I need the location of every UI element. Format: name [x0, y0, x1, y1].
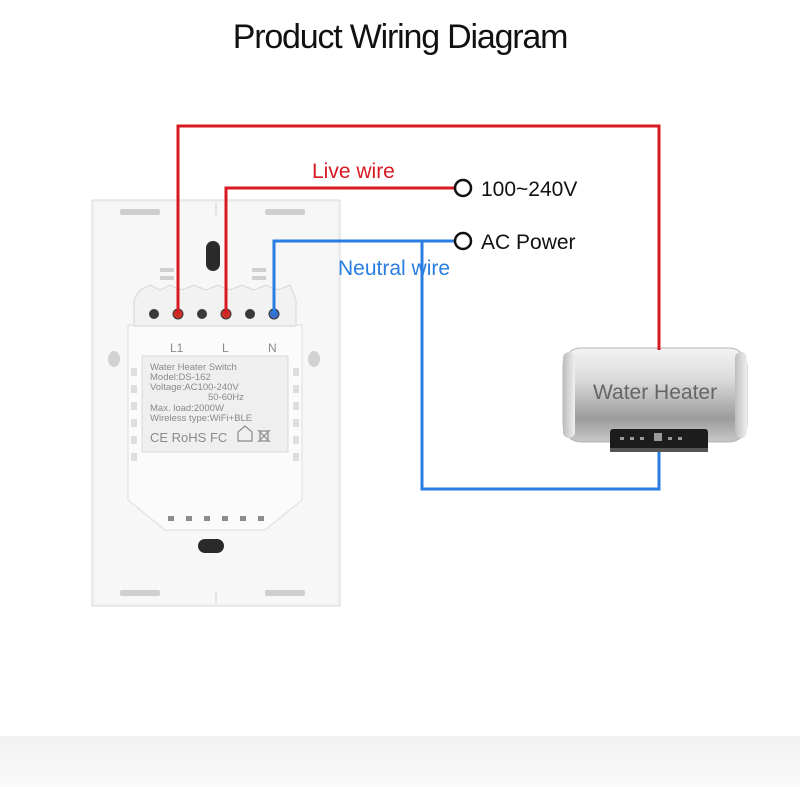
spec-line: 50-60Hz	[208, 392, 244, 403]
water-heater-label: Water Heater	[593, 381, 717, 404]
spec-line: Model:DS-162	[150, 372, 211, 383]
recycle-bin-icon	[237, 425, 271, 443]
live-wire	[176, 124, 661, 350]
terminal-n-label: N	[268, 341, 277, 355]
water-heater	[562, 347, 748, 452]
live-wire-label: Live wire	[312, 160, 395, 183]
neutral-wire-label: Neutral wire	[338, 257, 450, 280]
spec-line: Wireless type:WiFi+BLE	[150, 413, 252, 424]
spec-line: Max. load:2000W	[150, 403, 224, 414]
spec-text: Water Heater Switch Model:DS-162 Voltage…	[150, 362, 252, 424]
ac-power-label: AC Power	[481, 231, 576, 254]
terminal-l-label: L	[222, 341, 229, 355]
diagram-title: Product Wiring Diagram	[232, 18, 569, 56]
live-terminal-icon	[453, 178, 473, 198]
certification-marks: CE RoHS FC	[150, 430, 227, 445]
terminal-l1-label: L1	[170, 341, 184, 355]
neutral-wire	[272, 239, 661, 491]
neutral-terminal-icon	[453, 231, 473, 251]
spec-line: Water Heater Switch	[150, 362, 237, 373]
voltage-label: 100~240V	[481, 178, 577, 201]
spec-line: Voltage:AC100-240V	[150, 382, 239, 393]
switch-module	[127, 284, 303, 553]
bottom-strip	[0, 736, 800, 787]
